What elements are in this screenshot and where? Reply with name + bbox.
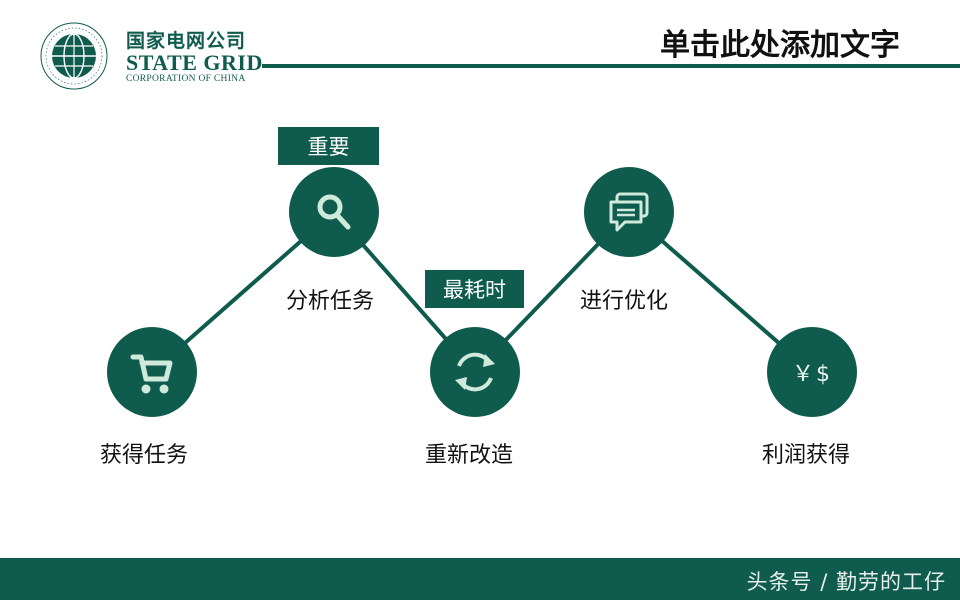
state-grid-logo: 国家电网公司 STATE GRID CORPORATION OF CHINA [40,18,263,90]
step-label-profit: 利润获得 [762,443,851,468]
tag-most-time-consuming: 最耗时 [425,270,524,308]
step-label-analyze-task: 分析任务 [286,289,375,314]
step-node-get-task[interactable] [107,327,197,417]
step-label-rebuild: 重新改造 [425,443,514,468]
header-divider [262,64,960,68]
logo-chinese-name: 国家电网公司 [126,30,247,52]
step-node-profit[interactable]: ￥$ [767,327,857,417]
page-title[interactable]: 单击此处添加文字 [660,28,900,63]
watermark-text: 头条号 / 勤劳的工仔 [746,570,946,594]
footer-bar [0,558,960,600]
globe-emblem-icon [40,22,108,90]
logo-subtitle: CORPORATION OF CHINA [126,74,246,84]
shopping-cart-icon [130,354,173,394]
step-label-get-task: 获得任务 [100,443,189,468]
search-icon [317,194,351,230]
step-label-optimize: 进行优化 [580,289,669,314]
refresh-cycle-icon [455,352,495,392]
step-node-analyze-task[interactable] [289,167,379,257]
step-node-rebuild[interactable] [430,327,520,417]
chat-bubbles-icon [609,192,649,232]
step-node-optimize[interactable] [584,167,674,257]
currency-icon: ￥$ [792,362,832,387]
logo-english-name: STATE GRID [126,50,263,75]
tag-important: 重要 [278,127,379,165]
